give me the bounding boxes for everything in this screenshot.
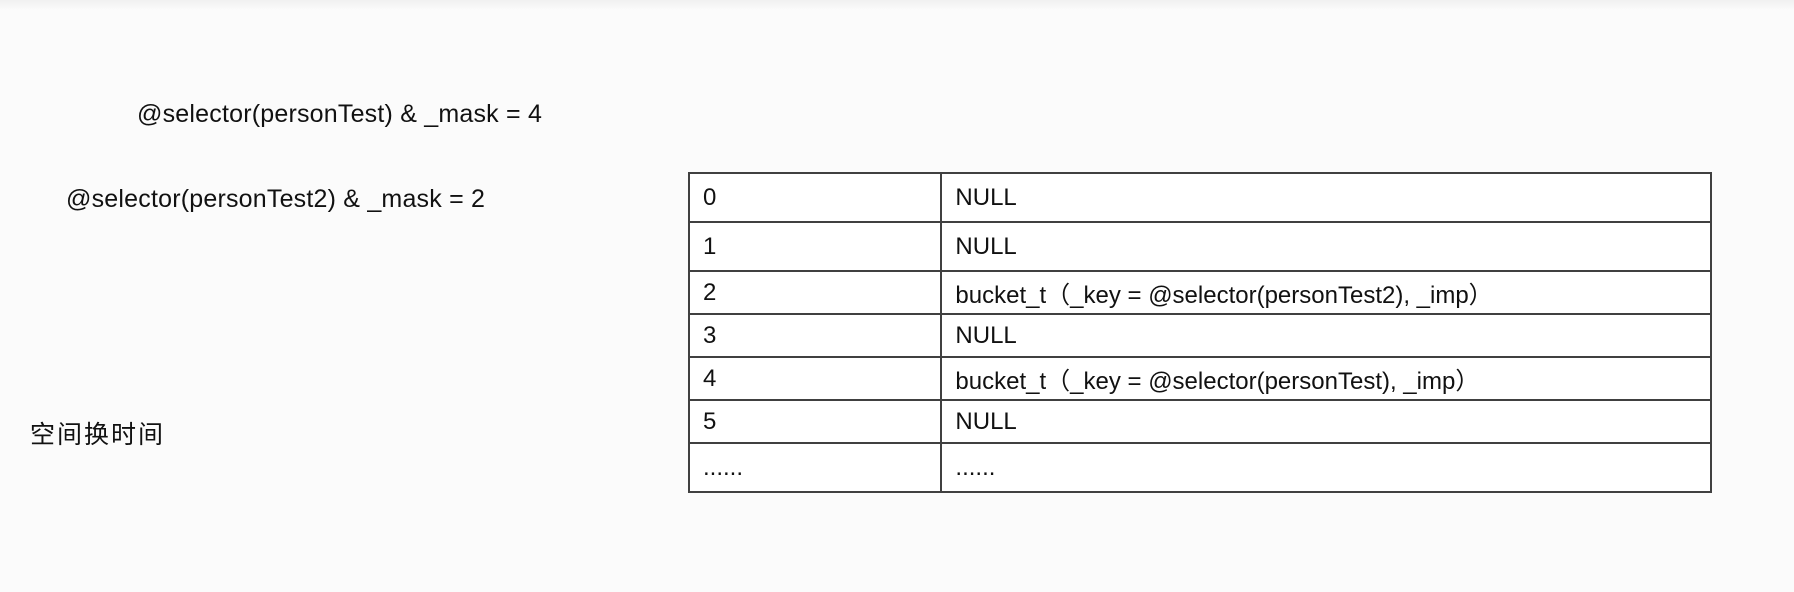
table-row: 0 NULL	[687, 172, 1712, 223]
row-value: bucket_t（_key = @selector(personTest2), …	[940, 270, 1712, 315]
row-index: 0	[687, 172, 943, 223]
row-index: ......	[687, 442, 943, 493]
row-value: NULL	[940, 399, 1712, 444]
row-index: 2	[687, 270, 943, 315]
table-row: ...... ......	[687, 442, 1712, 493]
row-value: NULL	[940, 221, 1712, 272]
bucket-table: 0 NULL 1 NULL 2 bucket_t（_key = @selecto…	[687, 172, 1712, 493]
row-index: 1	[687, 221, 943, 272]
table-row: 5 NULL	[687, 399, 1712, 444]
formula-person-test2: @selector(personTest2) & _mask = 2	[66, 185, 486, 213]
row-index: 4	[687, 356, 943, 401]
row-value: bucket_t（_key = @selector(personTest), _…	[940, 356, 1712, 401]
row-value: ......	[940, 442, 1712, 493]
formula-person-test: @selector(personTest) & _mask = 4	[137, 100, 543, 128]
table-row: 2 bucket_t（_key = @selector(personTest2)…	[687, 270, 1712, 315]
top-edge	[0, 0, 1794, 10]
row-index: 5	[687, 399, 943, 444]
table-row: 4 bucket_t（_key = @selector(personTest),…	[687, 356, 1712, 401]
table-row: 3 NULL	[687, 313, 1712, 358]
side-note: 空间换时间	[30, 420, 166, 449]
row-value: NULL	[940, 313, 1712, 358]
row-value: NULL	[940, 172, 1712, 223]
table-row: 1 NULL	[687, 221, 1712, 272]
row-index: 3	[687, 313, 943, 358]
